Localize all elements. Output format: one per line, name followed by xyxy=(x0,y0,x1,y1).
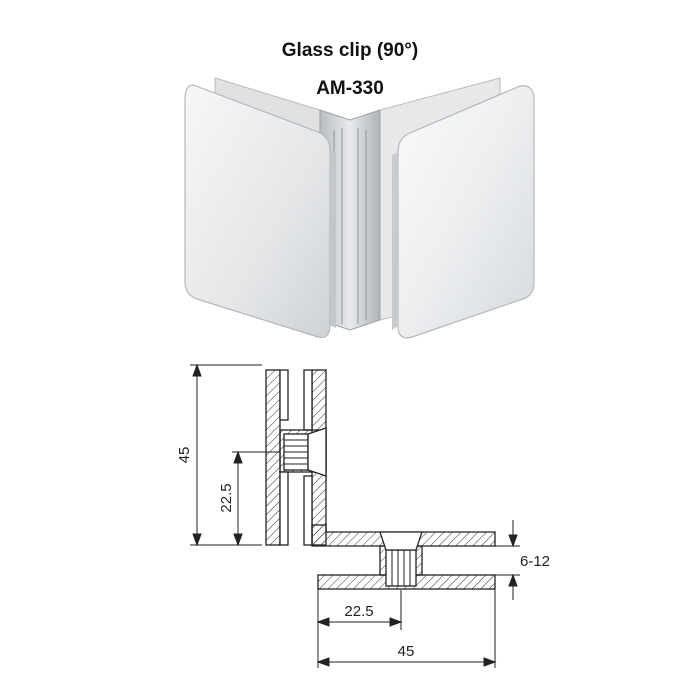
dim-width-half: 22.5 xyxy=(344,603,373,620)
dim-height-half: 22.5 xyxy=(218,483,235,512)
dim-glass-thickness: 6-12 xyxy=(520,553,550,570)
product-title: Glass clip (90°) xyxy=(281,40,419,61)
dim-width-total: 45 xyxy=(398,643,415,660)
model-number: AM-330 xyxy=(316,78,384,99)
dimension-lines xyxy=(190,363,520,668)
vertical-outer-plate xyxy=(265,369,281,546)
dim-height-total: 45 xyxy=(176,447,193,464)
clip-photo xyxy=(184,77,535,339)
vertical-top-channel xyxy=(279,369,289,421)
left-clamp-plate xyxy=(184,84,336,339)
right-clamp-plate xyxy=(392,85,535,339)
technical-drawing xyxy=(265,369,496,590)
horizontal-screw xyxy=(385,549,417,587)
vertical-top-channel-right xyxy=(303,369,313,431)
